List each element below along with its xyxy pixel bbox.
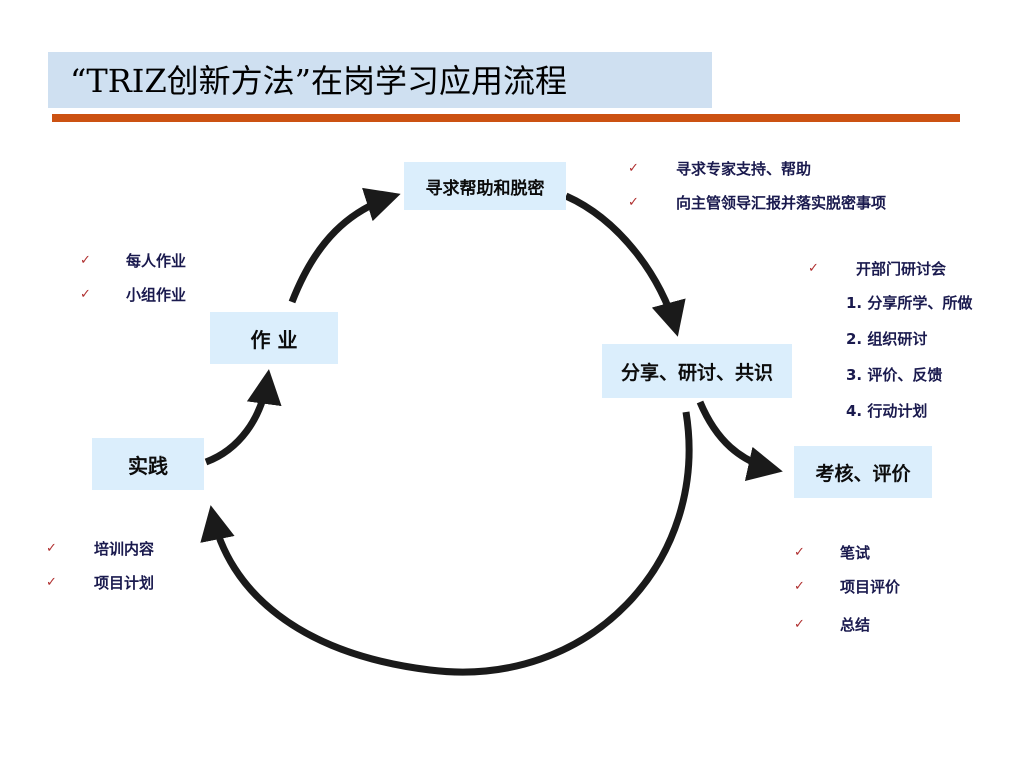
note-assess-2: 项目评价 (840, 578, 901, 596)
note-share-step-4: 4. 行动计划 (846, 402, 928, 420)
arrow-share-to-practice (200, 411, 693, 676)
check-icon: ✓ (808, 261, 819, 276)
note-practice-1: 培训内容 (94, 540, 155, 558)
node-practice: 实践 (92, 438, 204, 490)
check-icon: ✓ (628, 161, 639, 176)
check-icon: ✓ (46, 575, 57, 590)
check-icon: ✓ (794, 545, 805, 560)
note-share-step-1: 1. 分享所学、所做 (846, 294, 973, 312)
note-assess-3: 总结 (840, 616, 871, 634)
check-icon: ✓ (80, 287, 91, 302)
check-icon: ✓ (46, 541, 57, 556)
node-homework: 作 业 (210, 312, 338, 364)
check-icon: ✓ (794, 617, 805, 632)
node-assess: 考核、评价 (794, 446, 932, 498)
arrow-share-to-assess (696, 400, 783, 481)
arrow-homework-to-seekhelp (288, 187, 401, 304)
node-share: 分享、研讨、共识 (602, 344, 792, 398)
note-share-step-3: 3. 评价、反馈 (846, 366, 943, 384)
title-divider (52, 114, 960, 122)
note-share-header: 开部门研讨会 (856, 260, 947, 278)
check-icon: ✓ (628, 195, 639, 210)
check-icon: ✓ (80, 253, 91, 268)
arrow-practice-to-homework (204, 369, 282, 466)
title-band (48, 52, 712, 108)
note-assess-1: 笔试 (840, 544, 871, 562)
note-homework-2: 小组作业 (126, 286, 187, 304)
note-seek-help-2: 向主管领导汇报并落实脱密事项 (676, 194, 887, 212)
page-title: “TRIZ创新方法”在岗学习应用流程 (70, 62, 568, 100)
note-practice-2: 项目计划 (94, 574, 155, 592)
arrow-seekhelp-to-share (564, 192, 686, 337)
note-share-step-2: 2. 组织研讨 (846, 330, 928, 348)
node-seek-help: 寻求帮助和脱密 (404, 162, 566, 210)
check-icon: ✓ (794, 579, 805, 594)
note-homework-1: 每人作业 (126, 252, 187, 270)
note-seek-help-1: 寻求专家支持、帮助 (676, 160, 812, 178)
